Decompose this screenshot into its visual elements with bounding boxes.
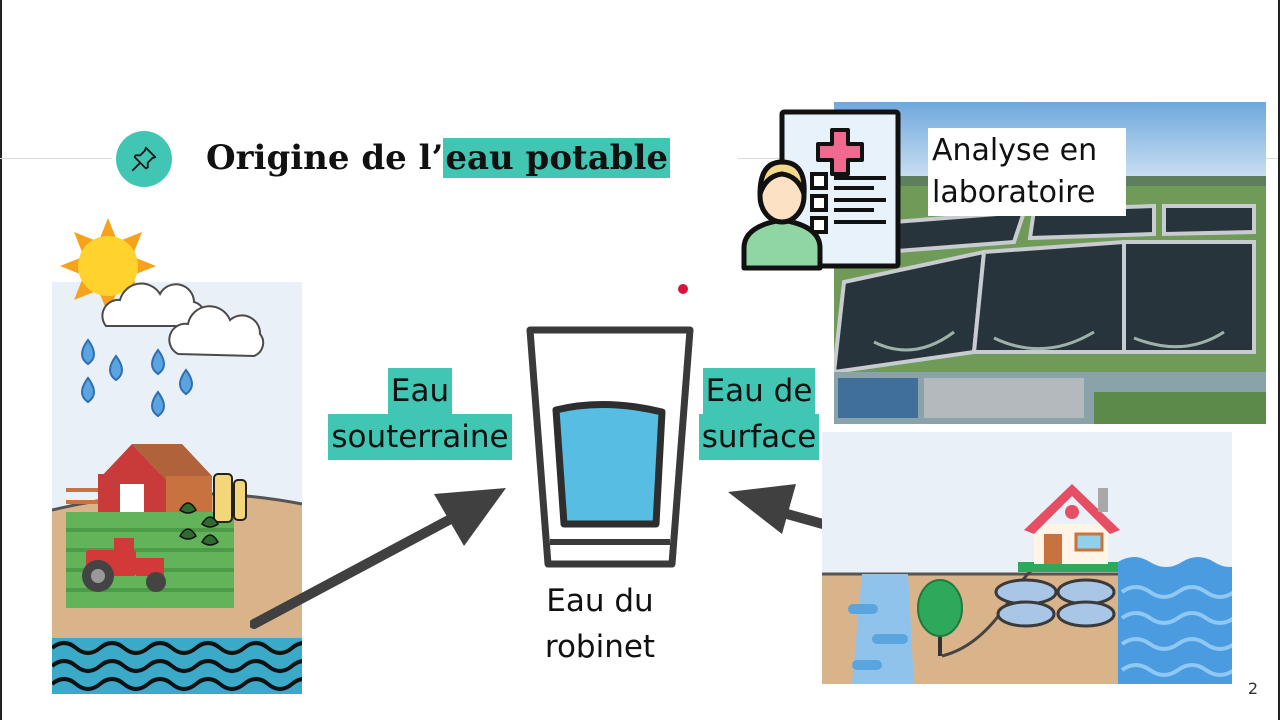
title-rule-left: [0, 158, 112, 159]
slide-number: 2: [1247, 679, 1258, 698]
title-prefix: Origine de l’: [206, 138, 444, 178]
water-glass-illustration: [526, 326, 694, 568]
groundwater-label-line1: Eau: [387, 368, 453, 414]
lab-analysis-label: Analyse en laboratoire: [928, 128, 1126, 216]
treatment-plant-photo: [834, 102, 1266, 424]
pushpin-icon: [116, 131, 172, 187]
slide-frame-left: [0, 0, 2, 720]
groundwater-label: Eau souterraine: [320, 368, 520, 460]
surface-water-label-line2: surface: [698, 414, 820, 460]
lab-analysis-label-line1: Analyse en: [932, 133, 1098, 168]
medical-report-icon: [741, 109, 901, 271]
slide-title: Origine de l’eau potable: [206, 132, 671, 184]
lab-analysis-label-line2: laboratoire: [932, 175, 1096, 210]
laser-pointer-dot: [678, 284, 688, 294]
surface-water-label: Eau de surface: [694, 368, 824, 460]
groundwater-label-line2: souterraine: [328, 414, 512, 460]
surface-water-illustration: [822, 432, 1232, 684]
groundwater-illustration: [52, 218, 302, 694]
tap-water-label-line1: Eau du: [546, 583, 654, 619]
title-highlight: eau potable: [443, 138, 671, 178]
tap-water-label: Eau du robinet: [510, 578, 690, 670]
arrow-groundwater-to-glass: [250, 488, 506, 629]
surface-water-label-line1: Eau de: [702, 368, 816, 414]
tap-water-label-line2: robinet: [544, 629, 656, 665]
slide-frame-right: [1278, 0, 1280, 720]
